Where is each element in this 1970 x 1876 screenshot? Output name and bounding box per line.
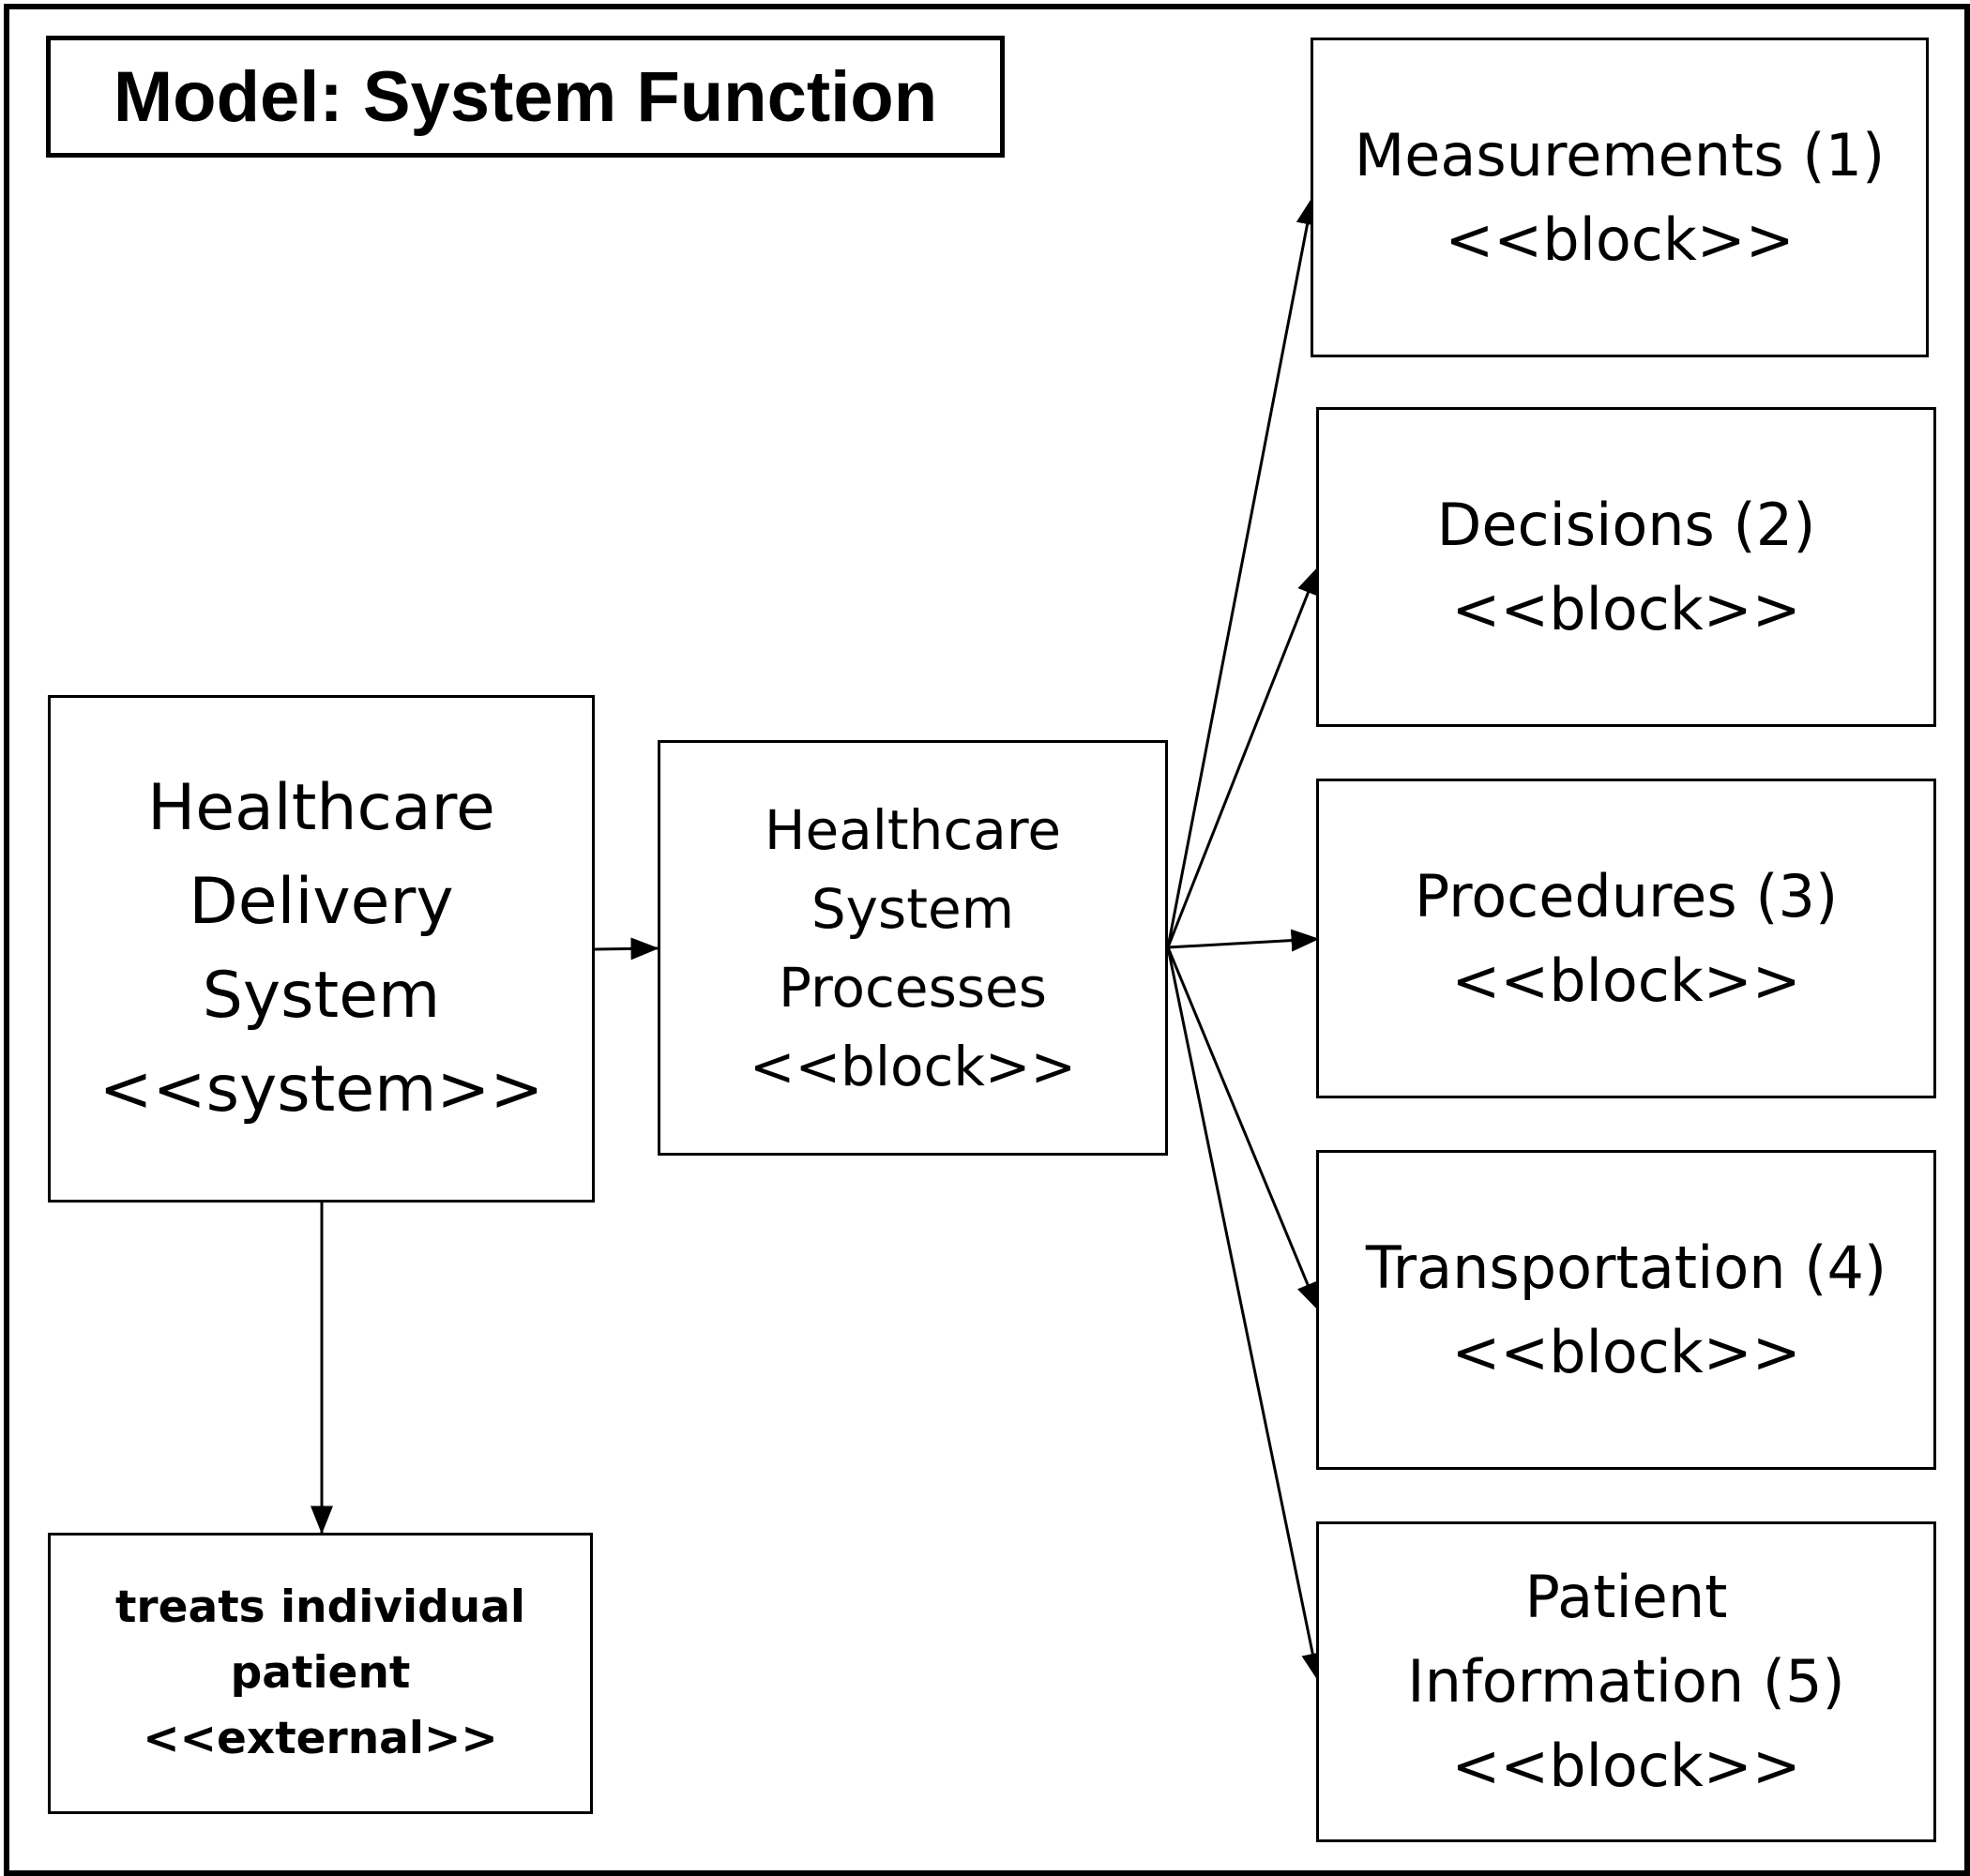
block-label-line: Processes (779, 955, 1047, 1020)
block-stereotype: <<block>> (1451, 574, 1801, 643)
treats-individual-patient-block: treats individual patient <<external>> (48, 1533, 593, 1814)
decisions-block: Decisions (2) <<block>> (1316, 407, 1936, 727)
diagram-title: Model: System Function (113, 56, 938, 137)
block-label-line: Decisions (2) (1436, 490, 1816, 559)
block-label-line: Measurements (1) (1354, 120, 1886, 189)
block-label-line: Healthcare (764, 797, 1062, 862)
block-stereotype: <<block>> (749, 1034, 1077, 1098)
block-stereotype: <<block>> (1451, 1317, 1801, 1386)
healthcare-delivery-system-block: Healthcare Delivery System <<system>> (48, 695, 595, 1203)
block-label-line: System (811, 876, 1015, 941)
block-label-line: Healthcare (147, 770, 495, 845)
block-label-line: patient (230, 1647, 411, 1699)
arrow-system-to-processes (594, 937, 659, 961)
block-label-line: Procedures (3) (1414, 861, 1839, 930)
block-label-line: Transportation (4) (1365, 1233, 1887, 1302)
block-stereotype: <<external>> (143, 1713, 498, 1764)
arrow-processes-to-transportation (1166, 946, 1320, 1311)
diagram-title-box: Model: System Function (46, 36, 1005, 158)
block-label-line: Information (5) (1407, 1647, 1845, 1716)
transportation-block: Transportation (4) <<block>> (1316, 1150, 1936, 1470)
block-label-line: Delivery (189, 864, 454, 939)
arrow-processes-to-measurements (1166, 196, 1319, 948)
patient-information-block: Patient Information (5) <<block>> (1316, 1521, 1936, 1842)
arrow-processes-to-procedures (1167, 929, 1320, 952)
block-label-line: System (202, 958, 441, 1033)
arrow-processes-to-patient-information (1166, 946, 1325, 1682)
diagram-frame (4, 4, 1970, 1876)
procedures-block: Procedures (3) <<block>> (1316, 779, 1936, 1098)
block-stereotype: <<block>> (1451, 1732, 1801, 1800)
block-label-line: Patient (1524, 1563, 1728, 1631)
block-stereotype: <<block>> (1445, 204, 1795, 274)
healthcare-system-processes-block: Healthcare System Processes <<block>> (658, 740, 1168, 1156)
measurements-block: Measurements (1) <<block>> (1311, 38, 1929, 357)
block-stereotype: <<block>> (1451, 946, 1801, 1015)
arrow-processes-to-decisions (1166, 566, 1320, 948)
block-label-line: treats individual (114, 1581, 526, 1633)
block-stereotype: <<system>> (98, 1051, 544, 1127)
